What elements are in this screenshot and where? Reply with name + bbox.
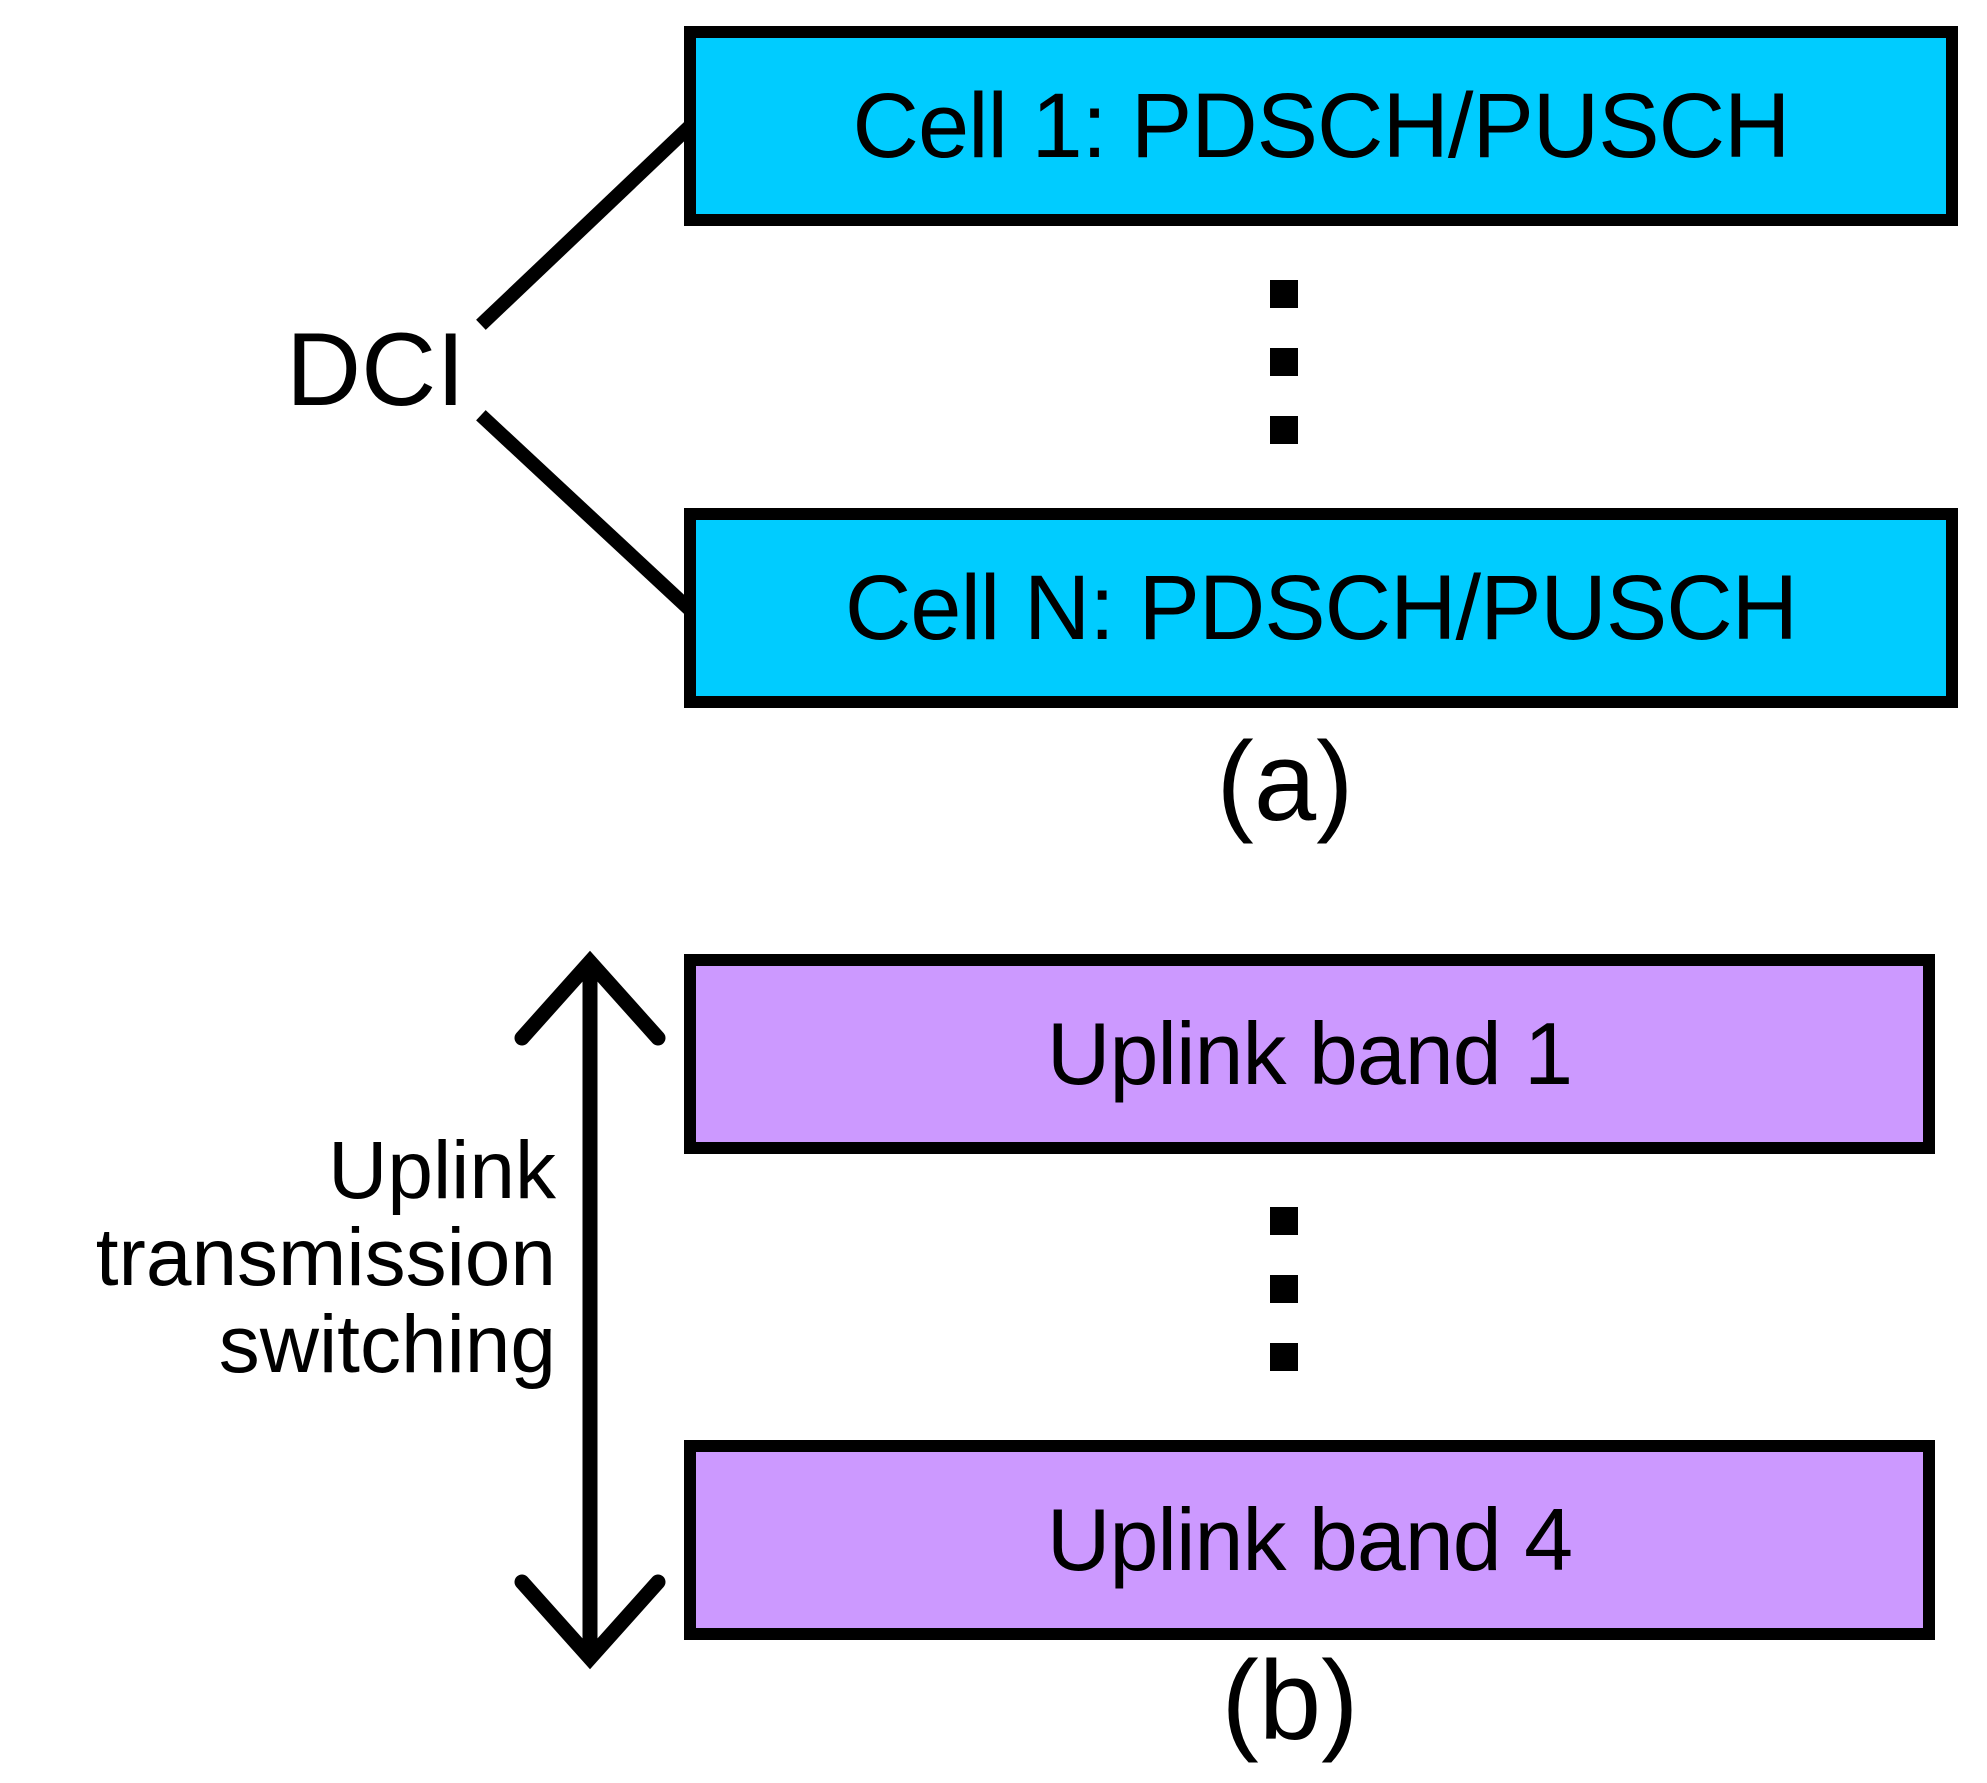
ellipsis-dot xyxy=(1270,416,1298,444)
switching-label-line-1: Uplink xyxy=(328,1125,556,1216)
uplink-switching-label: Uplink transmission switching xyxy=(0,1125,556,1390)
uplink-band-1-box: Uplink band 1 xyxy=(684,954,1935,1154)
cell-1-box: Cell 1: PDSCH/PUSCH xyxy=(684,26,1958,226)
connector-dci-to-cell-n xyxy=(476,410,698,618)
cell-n-label: Cell N: PDSCH/PUSCH xyxy=(844,557,1798,659)
ellipsis-dot xyxy=(1270,1275,1298,1303)
uplink-band-1-label: Uplink band 1 xyxy=(1046,1004,1573,1103)
ellipsis-dot xyxy=(1270,348,1298,376)
switching-label-line-3: switching xyxy=(218,1298,556,1390)
cell-n-box: Cell N: PDSCH/PUSCH xyxy=(684,508,1958,708)
cell-1-label: Cell 1: PDSCH/PUSCH xyxy=(852,75,1791,177)
ellipsis-dot xyxy=(1270,1207,1298,1235)
ellipsis-dot xyxy=(1270,1343,1298,1371)
ellipsis-dot xyxy=(1270,280,1298,308)
cells-vertical-ellipsis-icon xyxy=(1270,280,1298,484)
uplink-band-4-box: Uplink band 4 xyxy=(684,1440,1935,1640)
dci-label: DCI xyxy=(286,312,466,428)
connector-dci-to-cell-1 xyxy=(476,118,698,330)
switching-label-line-2: transmission xyxy=(95,1211,556,1303)
uplink-band-4-label: Uplink band 4 xyxy=(1046,1490,1573,1589)
bands-vertical-ellipsis-icon xyxy=(1270,1207,1298,1411)
panel-a-caption: (a) xyxy=(1216,719,1354,844)
panel-b-caption: (b) xyxy=(1221,1638,1359,1763)
